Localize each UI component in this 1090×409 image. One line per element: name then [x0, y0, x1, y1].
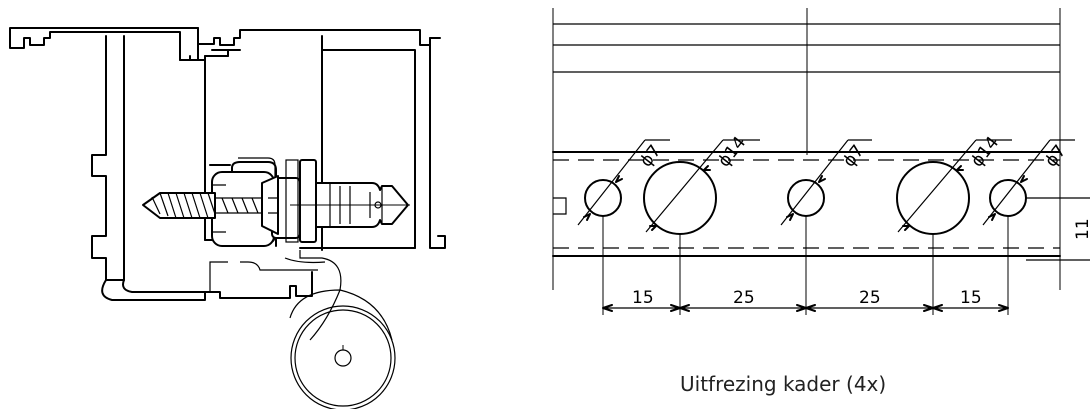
- height-dimension-label: 11: [1073, 218, 1090, 240]
- drawing-caption: Uitfrezing kader (4x): [680, 372, 887, 396]
- diameter-label: ϕ14: [967, 133, 1003, 171]
- diameter-label: ϕ14: [714, 133, 750, 171]
- spacing-label: 25: [859, 288, 881, 308]
- spacing-label: 15: [960, 288, 982, 308]
- spacing-label: 25: [733, 288, 755, 308]
- profile-cross-section: [9, 27, 446, 409]
- slot-plan-view: ϕ7 ϕ14 ϕ7 ϕ14 ϕ7 11 15 25 25 15: [552, 8, 1090, 315]
- spacing-label: 15: [632, 288, 654, 308]
